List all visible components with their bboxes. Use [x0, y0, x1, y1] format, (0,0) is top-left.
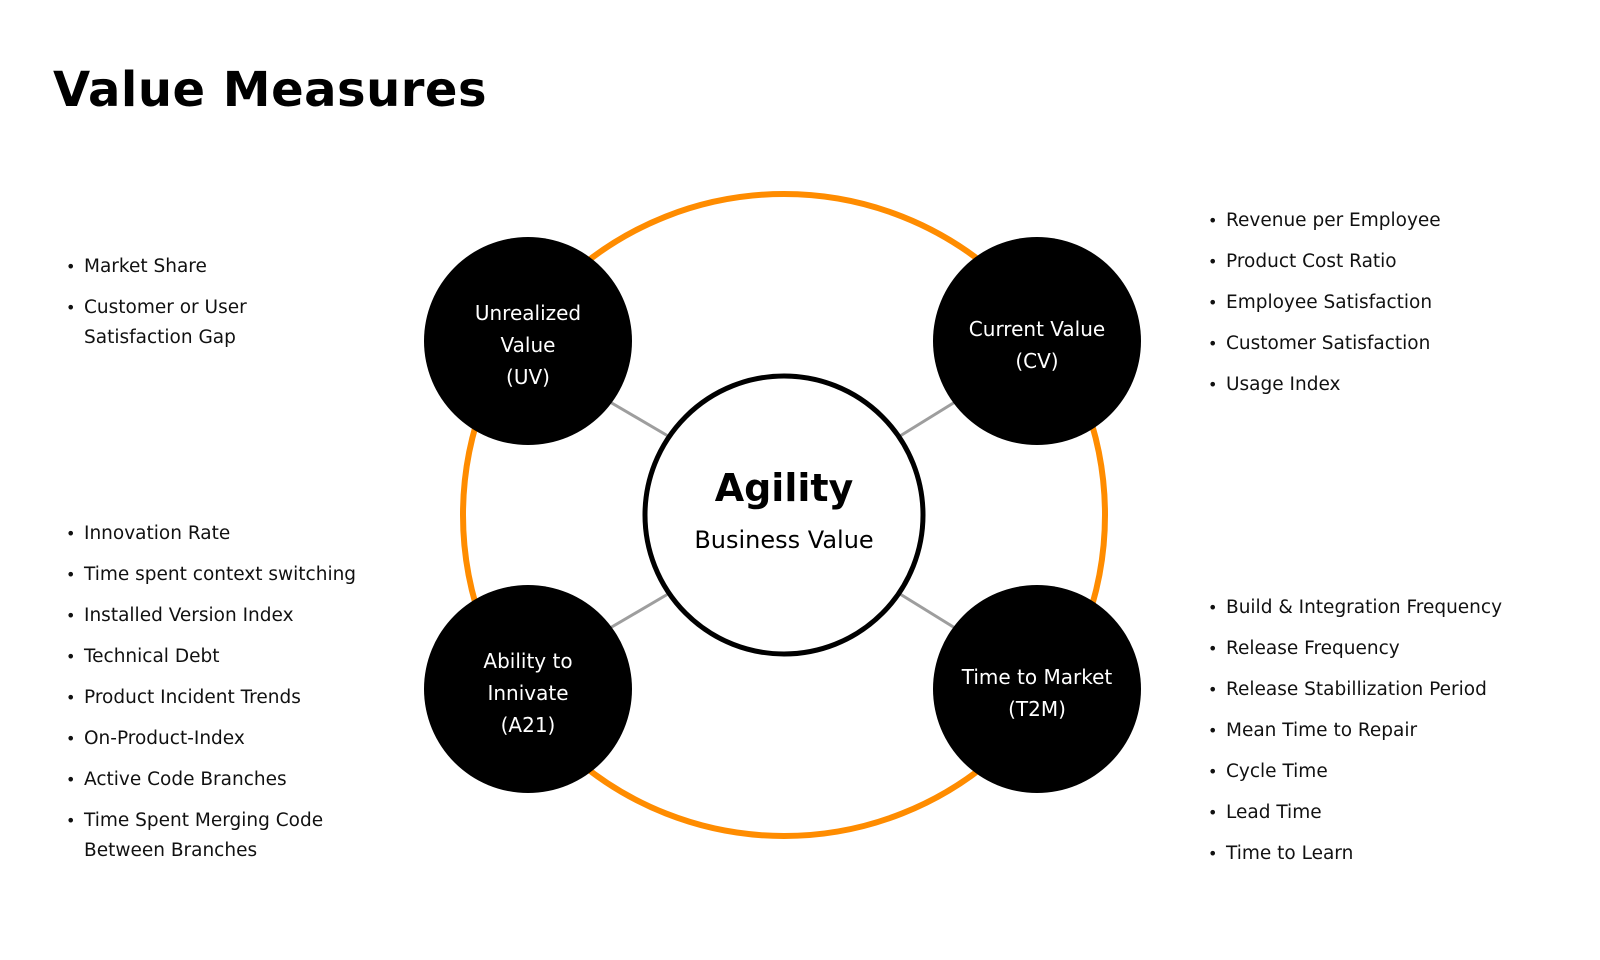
center-subtitle: Business Value [694, 526, 874, 554]
list-item: Time spent context switching [66, 560, 376, 590]
node-label-line: (CV) [1015, 349, 1059, 373]
node-uv [424, 237, 632, 445]
node-label-line: (UV) [506, 365, 550, 389]
node-label-line: Innivate [487, 681, 569, 705]
node-label-uv: Unrealized Value (UV) [428, 297, 628, 393]
t2m-measures-list: Build & Integration Frequency Release Fr… [1208, 593, 1588, 880]
node-label-line: (T2M) [1008, 697, 1066, 721]
list-item: Build & Integration Frequency [1208, 593, 1588, 623]
a2i-measures-list: Innovation Rate Time spent context switc… [66, 519, 376, 874]
list-item: Installed Version Index [66, 601, 376, 631]
list-item: Market Share [66, 252, 276, 282]
list-item: Usage Index [1208, 370, 1568, 400]
connector-t2m [899, 592, 956, 630]
center-circle [642, 373, 926, 657]
uv-measures-list: Market Share Customer or User Satisfacti… [66, 252, 276, 361]
connector-cv [899, 400, 956, 438]
list-item: Lead Time [1208, 798, 1588, 828]
list-item: Revenue per Employee [1208, 206, 1568, 236]
list-item: Time to Learn [1208, 839, 1588, 869]
node-label-line: Value [500, 333, 556, 357]
node-label-cv: Current Value (CV) [937, 313, 1137, 377]
list-item: On-Product-Index [66, 724, 376, 754]
node-label-line: (A21) [500, 713, 556, 737]
list-item: Cycle Time [1208, 757, 1588, 787]
list-item: Product Incident Trends [66, 683, 376, 713]
node-label-line: Current Value [968, 317, 1106, 341]
list-item: Employee Satisfaction [1208, 288, 1568, 318]
list-item: Time Spent Merging Code Between Branches [66, 806, 344, 865]
list-item: Active Code Branches [66, 765, 376, 795]
node-a2i [424, 585, 632, 793]
node-label-t2m: Time to Market (T2M) [937, 661, 1137, 725]
outer-ring [460, 191, 1108, 839]
list-item: Product Cost Ratio [1208, 247, 1568, 277]
list-item: Release Stabillization Period [1208, 675, 1588, 705]
node-label-line: Ability to [483, 649, 573, 673]
node-label-a2i: Ability to Innivate (A21) [428, 645, 628, 741]
center-label: Agility Business Value [644, 466, 924, 556]
center-title: Agility [714, 466, 854, 510]
node-label-line: Unrealized [474, 301, 582, 325]
list-item: Technical Debt [66, 642, 376, 672]
list-item: Mean Time to Repair [1208, 716, 1588, 746]
list-item: Innovation Rate [66, 519, 376, 549]
connector-a2i [609, 592, 669, 630]
node-label-line: Time to Market [961, 665, 1113, 689]
list-item: Customer or User Satisfaction Gap [66, 293, 276, 352]
list-item: Release Frequency [1208, 634, 1588, 664]
list-item: Customer Satisfaction [1208, 329, 1568, 359]
page-title: Value Measures [53, 62, 488, 118]
cv-measures-list: Revenue per Employee Product Cost Ratio … [1208, 206, 1568, 411]
node-cv [933, 237, 1141, 445]
connector-uv [609, 400, 669, 438]
node-t2m [933, 585, 1141, 793]
